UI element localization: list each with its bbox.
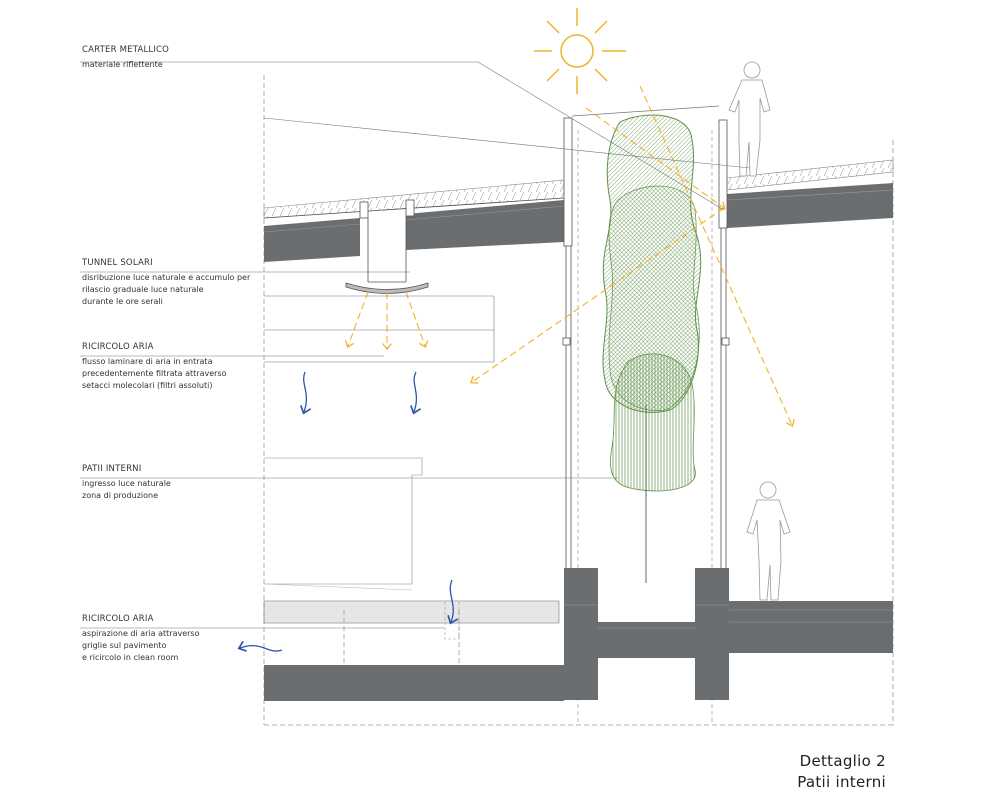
label-line: precedentemente filtrata attraverso [82,369,227,378]
label-ricircolo-aria-bottom: RICIRCOLO ARIA aspirazione di aria attra… [82,613,200,664]
person-lower-icon [746,481,791,601]
air-flow-arrows [237,371,459,652]
person-upper-icon [728,61,771,177]
sun-icon [534,8,626,94]
label-line: e ricircolo in clean room [82,653,179,662]
label-line: rilascio graduale luce naturale [82,285,204,294]
label-heading: CARTER METALLICO [82,45,170,55]
production-box [263,457,423,591]
drawing-title: Dettaglio 2 Patii interni [797,752,886,791]
solar-tunnel [345,199,429,294]
label-line: aspirazione di aria attraverso [82,629,200,638]
title-line-2: Patii interni [797,773,886,791]
label-heading: RICIRCOLO ARIA [82,614,154,624]
label-heading: RICIRCOLO ARIA [82,342,154,352]
label-line: flusso laminare di aria in entrata [82,357,213,366]
label-line: zona di produzione [82,491,158,500]
upper-slab-right [726,183,894,228]
label-line: setacci molecolari (filtri assoluti) [82,381,213,390]
label-line: materiale riflettente [82,60,163,69]
sun-rays [344,85,795,427]
leader-lines [80,61,751,629]
patio-walls [562,105,730,725]
label-heading: TUNNEL SOLARI [82,258,153,268]
label-line: disribuzione luce naturale e accumulo pe… [82,273,251,282]
label-line: griglie sul pavimento [82,641,167,650]
label-carter-metallico: CARTER METALLICO materiale riflettente [82,44,169,71]
label-line: durante le ore serali [82,297,163,306]
label-patii-interni: PATII INTERNI ingresso luce naturale zon… [82,463,171,502]
label-tunnel-solari: TUNNEL SOLARI disribuzione luce naturale… [82,257,250,308]
label-ricircolo-aria-top: RICIRCOLO ARIA flusso laminare di aria i… [82,341,227,392]
label-line: ingresso luce naturale [82,479,171,488]
title-line-1: Dettaglio 2 [799,752,886,770]
patio-tree [602,114,702,583]
label-heading: PATII INTERNI [82,464,142,474]
lower-structure [263,568,893,701]
